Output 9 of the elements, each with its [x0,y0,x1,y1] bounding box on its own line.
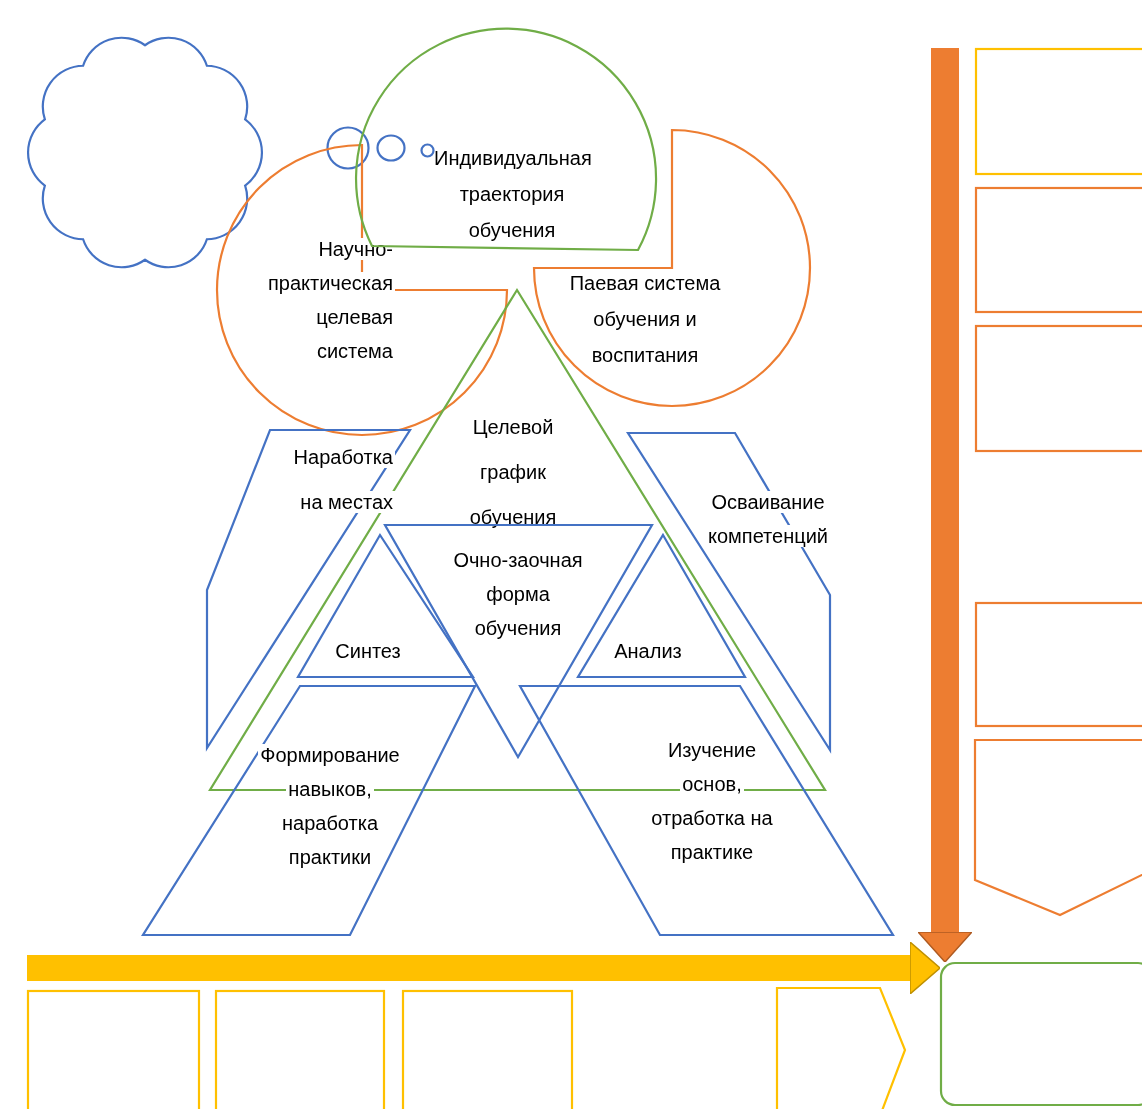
trapezoid [142,685,476,936]
arrow [27,941,941,995]
thought-bubble [420,143,435,158]
thought-bubble [326,126,370,170]
arrow [917,48,973,963]
pentagon-arrow [776,987,906,1109]
thought-bubble [376,134,406,162]
trapezoid [519,685,894,936]
pentagon-arrow [974,739,1142,916]
